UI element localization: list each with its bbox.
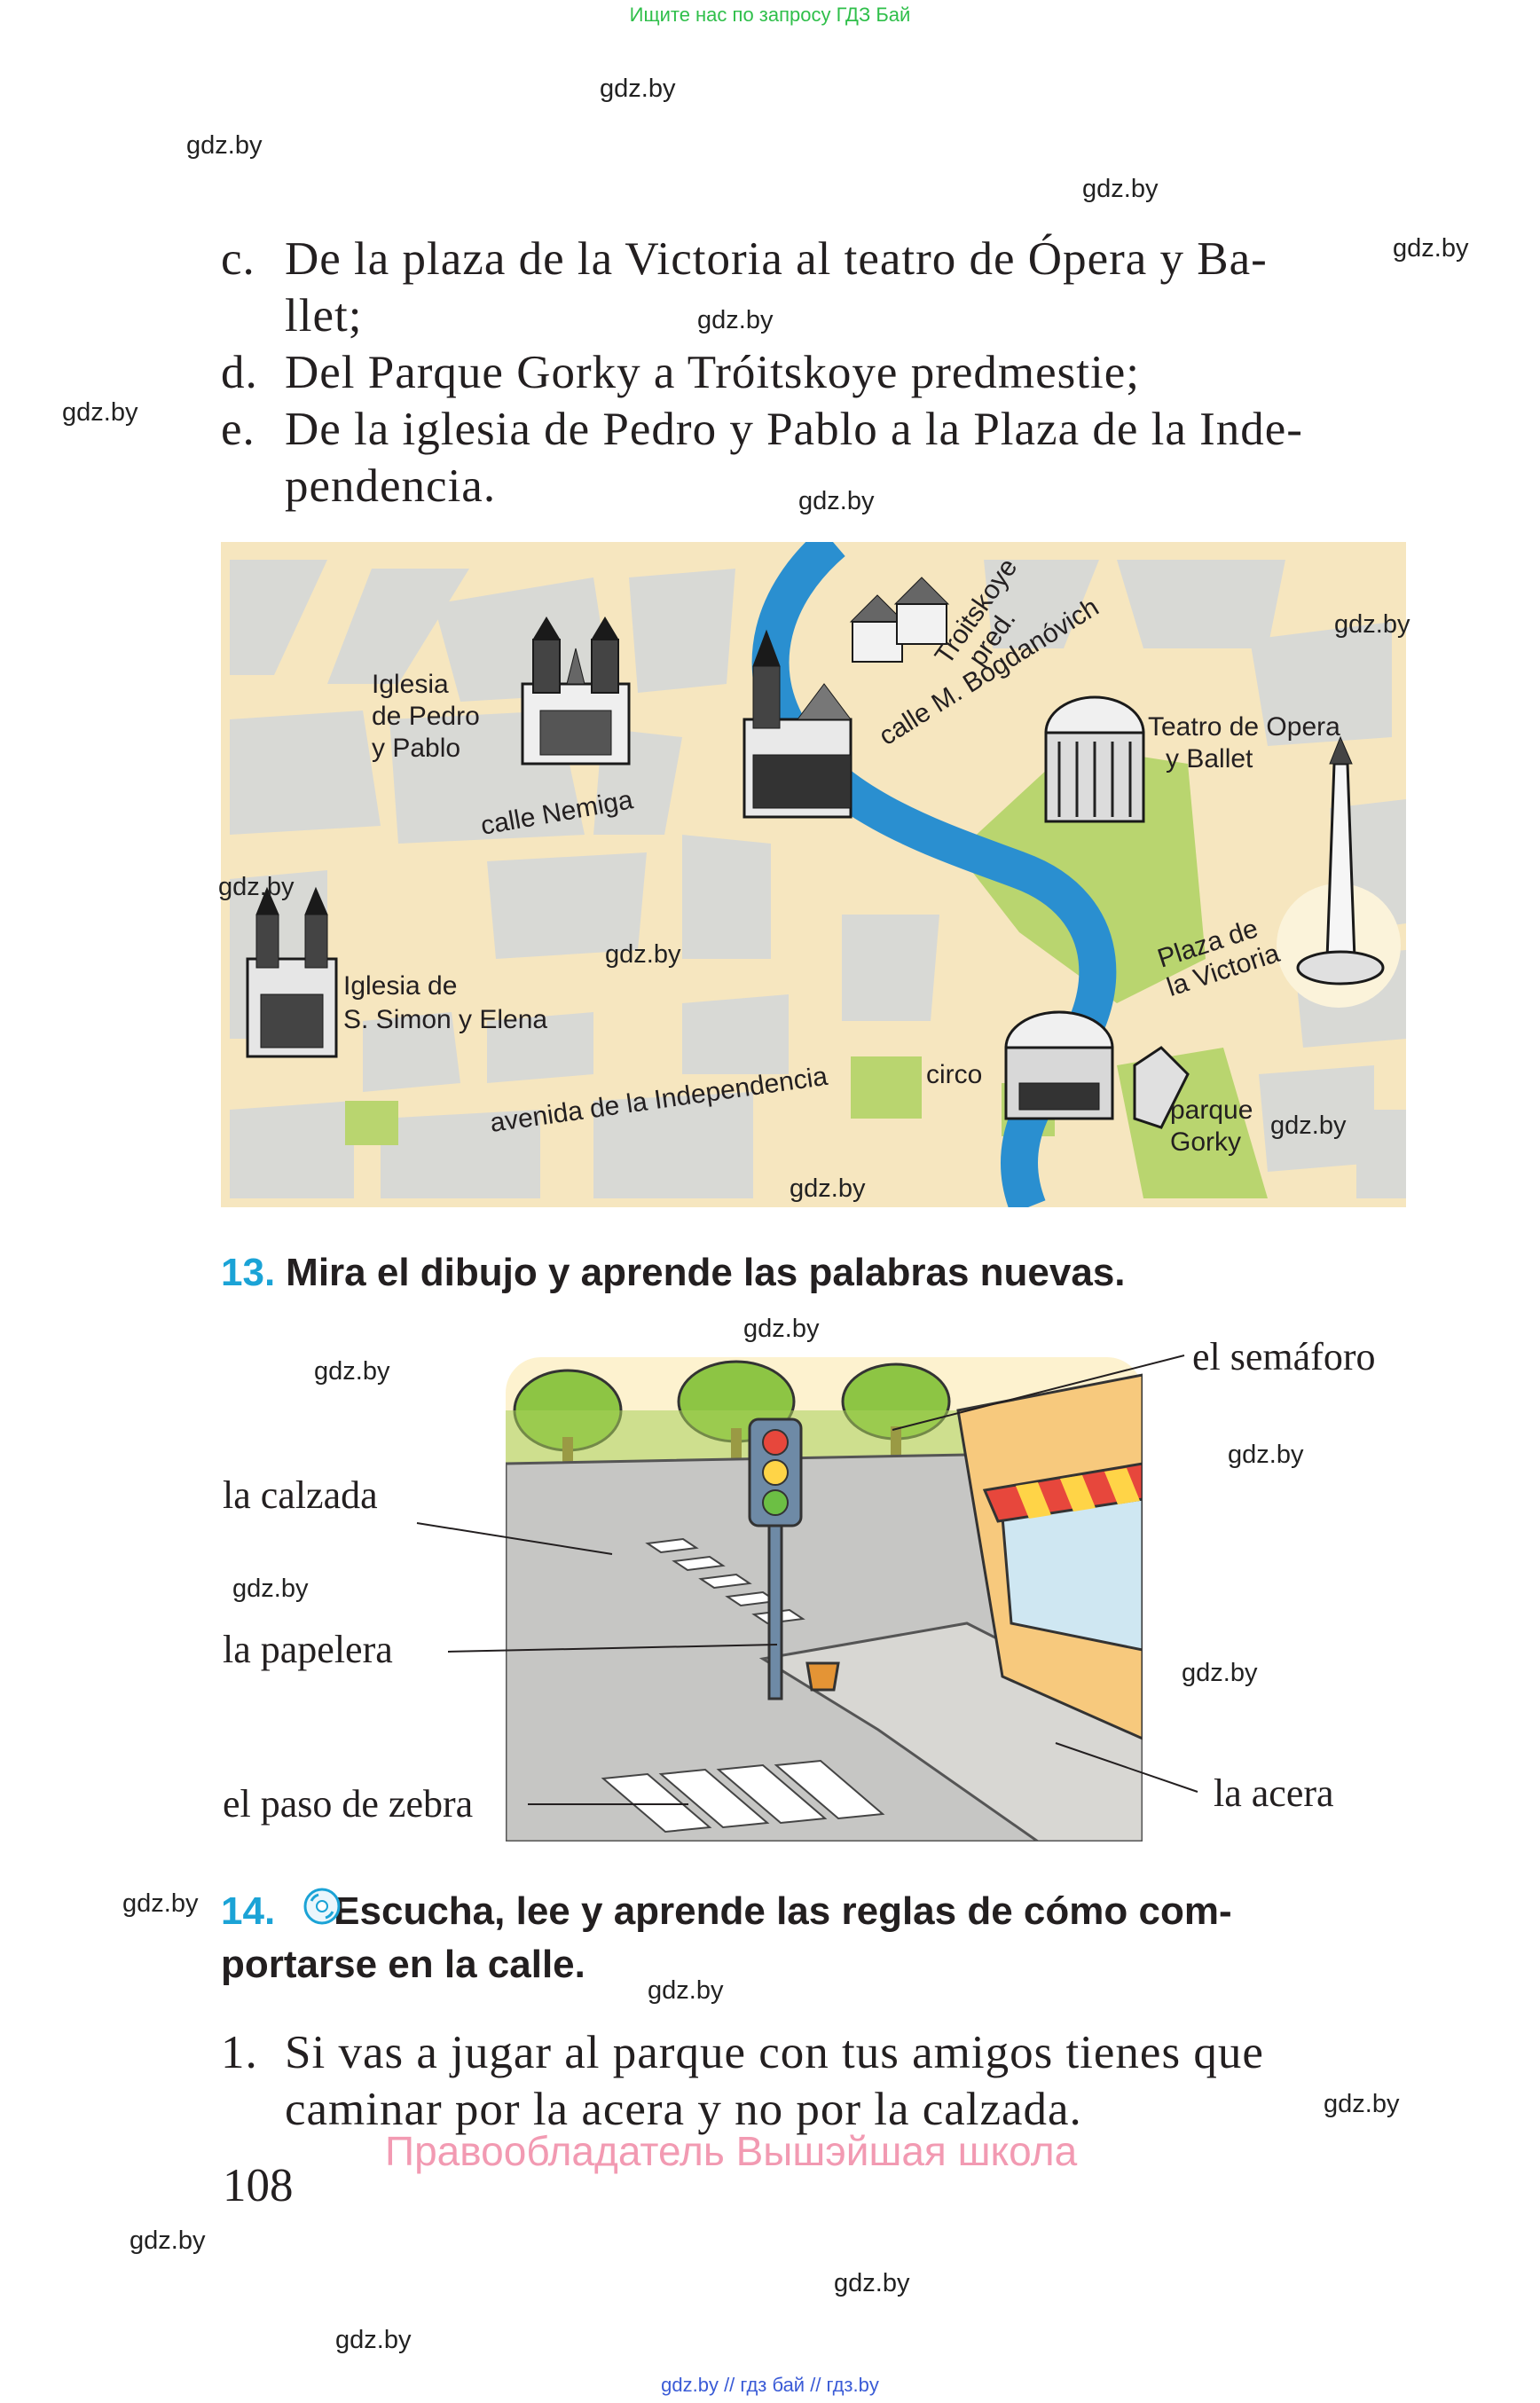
watermark: gdz.by	[62, 398, 138, 427]
label-calzada: la calzada	[223, 1473, 378, 1517]
landmark-icons	[246, 577, 1385, 1129]
list-item-e-line-1: e. De la iglesia de Pedro y Pablo a la Pl…	[221, 401, 1303, 458]
houses-icon	[849, 577, 950, 663]
cd-icon	[303, 1888, 341, 1925]
rule-item-1-line-1: 1. Si vas a jugar al parque con tus amigo…	[221, 2024, 1264, 2081]
list-text: Del Parque Gorky a Tróitskoye predmestie…	[285, 347, 1140, 398]
theatre-icon	[1044, 695, 1145, 823]
watermark: gdz.by	[1182, 1659, 1258, 1687]
list-marker: 1.	[221, 2027, 258, 2078]
list-item-c-line-1: c. De la plaza de la Victoria al teatro d…	[221, 231, 1268, 287]
watermark: gdz.by	[1393, 234, 1469, 263]
traffic-light-icon	[748, 1417, 803, 1700]
label-semaforo: el semáforo	[1192, 1335, 1376, 1378]
watermark: gdz.by	[1082, 175, 1159, 203]
exercise-14-heading-line-1: 14. Escucha, lee y aprende las reglas de …	[221, 1886, 1232, 1937]
watermark: gdz.by	[314, 1357, 390, 1386]
watermark: gdz.by	[605, 940, 681, 969]
church-icon	[521, 616, 631, 766]
page-number: 108	[223, 2160, 294, 2211]
watermark: gdz.by	[218, 873, 295, 901]
list-item-e-line-2: pendencia.	[285, 460, 497, 512]
list-marker: e.	[221, 404, 255, 455]
exercise-number: 13.	[221, 1251, 276, 1294]
copyright-note: Правообладатель Вышэйшая школа	[385, 2128, 1078, 2174]
list-item-c-line-2: llet;	[285, 290, 363, 342]
exercise-title: Escucha, lee y aprende las reglas de cóm…	[334, 1889, 1232, 1933]
list-item-d: d. Del Parque Gorky a Tróitskoye predmest…	[221, 344, 1140, 401]
list-text: Si vas a jugar al parque con tus amigos …	[285, 2027, 1264, 2078]
watermark: gdz.by	[1228, 1441, 1304, 1469]
watermark: gdz.by	[834, 2269, 910, 2297]
watermark: gdz.by	[648, 1976, 724, 2005]
exercise-14-heading-line-2: portarse en la calle.	[221, 1943, 585, 1986]
zebra-crossing	[601, 1537, 885, 1834]
map-label-circo: circo	[926, 1060, 982, 1089]
watermark: gdz.by	[1324, 2090, 1400, 2118]
circus-icon	[1004, 1010, 1114, 1120]
watermark: gdz.by	[798, 487, 875, 515]
exercise-13-heading: 13.Mira el dibujo y aprende las palabras…	[221, 1247, 1126, 1299]
pavilion-icon	[1133, 1046, 1190, 1129]
street-illustration	[506, 1357, 1143, 1842]
obelisk-icon	[1296, 735, 1385, 986]
red-church-icon	[246, 886, 338, 1058]
watermark: gdz.by	[232, 1575, 309, 1603]
exercise-title: Mira el dibujo y aprende las palabras nu…	[286, 1251, 1126, 1294]
list-text: De la iglesia de Pedro y Pablo a la Plaz…	[285, 404, 1303, 455]
watermark: gdz.by	[790, 1174, 866, 1203]
label-acera: la acera	[1214, 1771, 1334, 1815]
watermark: gdz.by	[186, 131, 263, 160]
bottom-banner: gdz.by // гдз бай // гдз.by	[661, 2374, 879, 2396]
top-banner: Ищите нас по запросу ГДЗ Бай	[629, 4, 911, 26]
list-marker: c.	[221, 233, 255, 285]
label-papelera: la papelera	[223, 1628, 393, 1671]
watermark: gdz.by	[600, 75, 676, 103]
cathedral-icon	[742, 629, 852, 819]
litter-bin-icon	[805, 1661, 840, 1692]
watermark: gdz.by	[1270, 1111, 1347, 1140]
watermark: gdz.by	[122, 1889, 199, 1918]
label-paso-zebra: el paso de zebra	[223, 1782, 474, 1826]
watermark: gdz.by	[697, 306, 774, 334]
list-marker: d.	[221, 347, 258, 398]
map-blocks	[230, 560, 1406, 1198]
watermark: gdz.by	[1334, 610, 1410, 639]
awning	[982, 1462, 1143, 1523]
watermark: gdz.by	[743, 1315, 820, 1343]
list-text: De la plaza de la Victoria al teatro de …	[285, 233, 1268, 285]
watermark: gdz.by	[335, 2326, 412, 2354]
rule-item-1-line-2: caminar por la acera y no por la calzada…	[285, 2084, 1082, 2135]
exercise-number: 14.	[221, 1889, 276, 1933]
watermark: gdz.by	[130, 2226, 206, 2255]
